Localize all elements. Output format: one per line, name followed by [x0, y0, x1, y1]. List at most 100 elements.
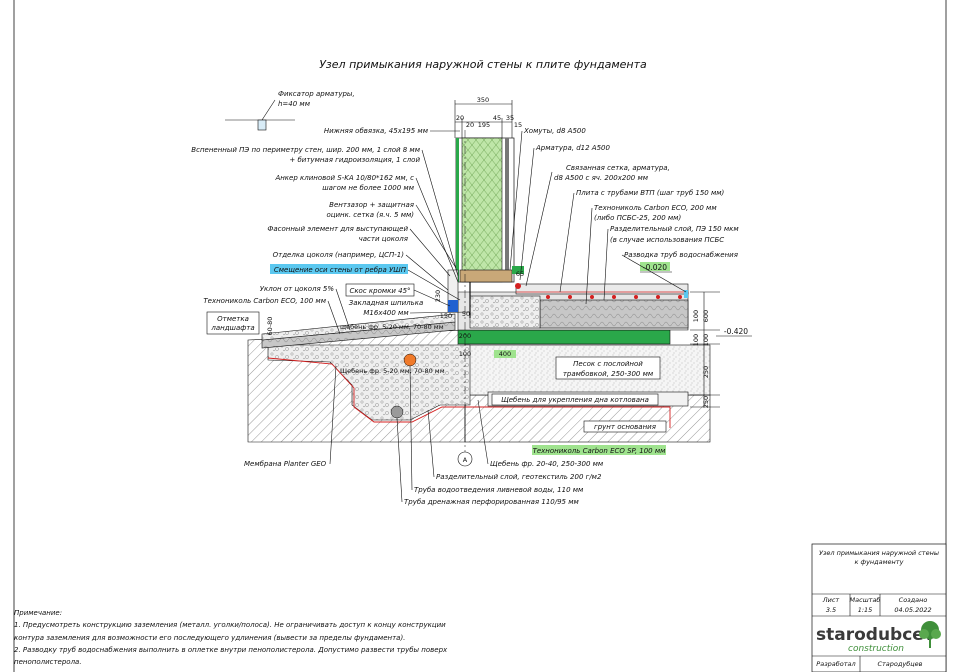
tb-name-2: к фундаменту: [855, 558, 904, 566]
label-drain-pipe: Труба дренажная перфорированная 110/95 м…: [404, 498, 579, 506]
notes-block: Примечание: 1. Предусмотреть конструкцию…: [14, 607, 494, 668]
sand-box: [555, 356, 661, 380]
tree-logo-icon: [919, 621, 941, 648]
level-mark-bottom: -0.420: [724, 327, 748, 336]
svg-text:100: 100: [692, 334, 700, 346]
label-rebar: Арматура, d12 А500: [535, 144, 610, 152]
label-plinth-finish: Отделка цоколя (например, ЦСП-1): [273, 251, 405, 259]
right-callouts: Хомуты, d8 А500 Арматура, d12 А500 Связа…: [477, 127, 739, 468]
svg-text:250: 250: [702, 366, 710, 378]
slab-edge-rib: [469, 295, 541, 329]
svg-text:400: 400: [499, 350, 511, 358]
techno-sp-highlight: [532, 445, 666, 455]
bottom-callouts: Разделительный слой, геотекстиль 200 г/м…: [396, 365, 602, 506]
other-dimensions: 100 400 50 600 100 100 100 250 250 60-80…: [266, 270, 720, 408]
label-sand-2: трамбовкой, 250-300 мм: [563, 370, 654, 378]
svg-text:35: 35: [506, 114, 514, 122]
svg-text:20: 20: [456, 114, 464, 122]
inner-corner-insulation: [512, 266, 524, 274]
notes-heading: Примечание:: [14, 609, 63, 617]
storm-pipe: [403, 353, 417, 367]
svg-text:60-80: 60-80: [266, 317, 274, 336]
svg-text:100: 100: [692, 310, 700, 322]
slab-insulation: [539, 299, 689, 329]
tb-created-label: Создано: [899, 596, 928, 604]
title-block: Узел примыкания наружной стены к фундаме…: [811, 543, 947, 672]
floor-screed: [515, 283, 689, 295]
label-base-soil: грунт основания: [594, 423, 656, 431]
svg-text:200: 200: [459, 332, 471, 340]
tb-sheet-label: Лист: [822, 596, 840, 604]
anchor-dot: [515, 283, 521, 289]
membrane-line: [267, 357, 671, 428]
label-clamps: Хомуты, d8 А500: [523, 127, 586, 135]
label-stud-1: Закладная шпилька: [349, 299, 424, 307]
note-1-line-1: 1. Предусмотреть конструкцию заземления …: [14, 621, 446, 630]
water-pipe-marker: [684, 290, 688, 298]
svg-text:600: 600: [702, 310, 710, 322]
note-1-line-2: контура заземления для возможности его п…: [14, 633, 406, 642]
label-techno-sp: Технониколь Carbon ECO SP, 100 мм: [533, 447, 667, 455]
fixator-icon: [257, 119, 267, 131]
label-tied-mesh-1: Связанная сетка, арматура,: [566, 164, 670, 172]
tb-developer-label: Разработал: [816, 660, 855, 668]
label-shaped-element-2: части цоколя: [359, 235, 408, 243]
label-vent-gap-1: Вентзазор + защитная: [329, 201, 414, 209]
label-axis-offset: Смещение оси стены от ребра УШП: [274, 266, 407, 274]
label-crushed-fr: щебень фр. 5-20 мм, 70-80 мм: [340, 323, 444, 331]
label-geotextile: Разделительный слой, геотекстиль 200 г/м…: [436, 473, 602, 481]
tb-company-sub: construction: [848, 644, 904, 654]
tb-company-logo: starodubcev: [816, 625, 935, 645]
axis-marker: [457, 451, 473, 467]
level-mark-top: -0.020: [643, 263, 667, 272]
level-mark-bg: [640, 262, 670, 271]
svg-text:15: 15: [514, 121, 522, 129]
svg-text:45: 45: [493, 114, 501, 122]
slope-gravel: [261, 313, 456, 341]
label-stud-2: М16х400 мм: [363, 309, 409, 317]
label-membrane: Мембрана Planter GEO: [244, 460, 327, 468]
label-techno-100: Технониколь Carbon ECO, 100 мм: [203, 297, 326, 305]
svg-text:100: 100: [459, 350, 471, 358]
tb-developer: Стародубцев: [877, 660, 922, 668]
label-fixator-1: Фиксатор арматуры,: [278, 90, 355, 98]
label-sand-1: Песок с послойной: [573, 360, 643, 368]
label-storm-pipe: Труба водоотведения ливневой воды, 110 м…: [414, 486, 584, 494]
drain-pipe: [390, 405, 404, 419]
wall-inner-board: [505, 138, 509, 282]
label-lower-binding: Нижняя обвязка, 45х195 мм: [324, 127, 429, 135]
landscape-mark-line2: ландшафта: [210, 324, 254, 332]
label-slope: Уклон от цоколя 5%: [260, 285, 335, 293]
lower-binding: [459, 269, 513, 283]
label-shaped-element-1: Фасонный элемент для выступающей: [267, 225, 408, 233]
label-bevel: Скос кромки 45°: [349, 287, 410, 295]
label-anchor-2: шагом не более 1000 мм: [322, 184, 415, 192]
label-sep-pe-2: (в случае использования ПСБС: [610, 236, 724, 244]
svg-text:20: 20: [466, 121, 474, 129]
label-foam-pe-2: + битумная гидроизоляция, 1 слой: [289, 156, 420, 164]
tb-created: 04.05.2022: [894, 606, 931, 614]
label-crushed-2040: Щебень фр. 20-40, 250-300 мм: [490, 460, 604, 468]
tb-name-1: Узел примыкания наружной стены: [819, 549, 939, 557]
landscape-mark-box: [206, 311, 260, 335]
svg-text:100: 100: [702, 334, 710, 346]
wall-outer-board: [456, 138, 459, 282]
axis-offset-highlight: [270, 264, 408, 274]
drawing-title: Узел примыкания наружной стены к плите ф…: [319, 58, 647, 71]
svg-text:350: 350: [477, 96, 489, 104]
tb-scale-label: Масштаб: [850, 596, 881, 604]
label-tied-mesh-2: d8 А500 с яч. 200х200 мм: [554, 174, 649, 182]
note-2-line-1: 2. Разводку труб водоснабжения выполнить…: [14, 645, 448, 654]
heating-pipes: [546, 295, 682, 299]
top-dimensions: 350 20 20 195 45 35 15: [454, 96, 522, 138]
label-water-pipes: Разводка труб водоснабжения: [624, 251, 738, 259]
gravel-pit-box: [491, 393, 659, 406]
tb-sheet: 3.5: [826, 606, 836, 614]
svg-text:50: 50: [462, 310, 470, 318]
under-slab-insulation: [457, 329, 671, 345]
base-soil-box: [583, 420, 667, 433]
svg-text:65: 65: [516, 270, 524, 278]
label-techno-200-1: Технониколь Carbon ECO, 200 мм: [594, 204, 717, 212]
